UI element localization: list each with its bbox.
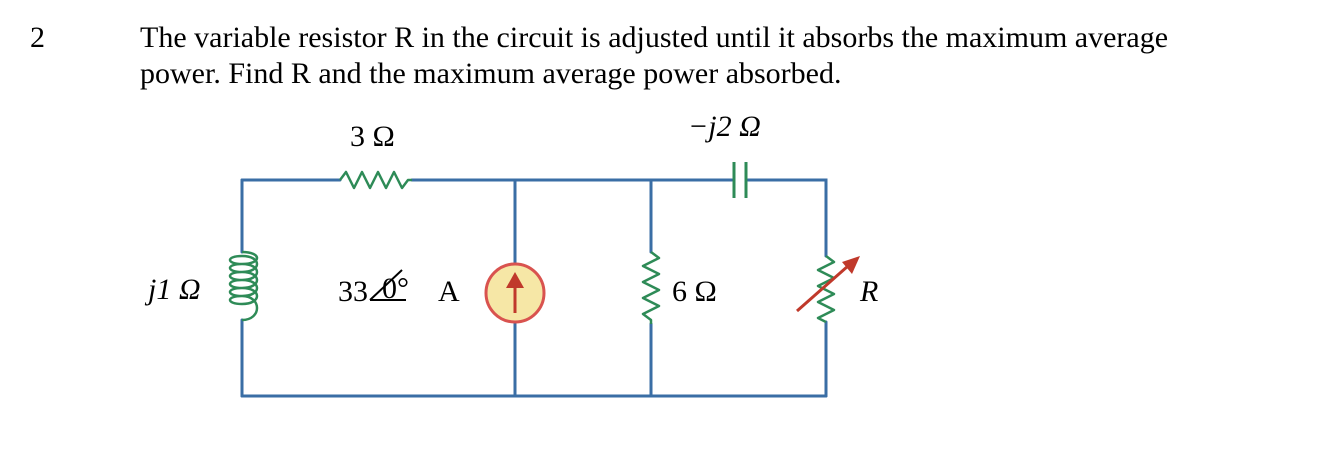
- angle-symbol-icon: [369, 269, 406, 301]
- question-text: The variable resistor R in the circuit i…: [140, 20, 1320, 92]
- variable-resistor: [816, 255, 836, 324]
- resistor-3-label: 3 Ω: [350, 120, 395, 153]
- question-number: 2: [30, 21, 45, 54]
- inductor-coil: [228, 250, 259, 322]
- source-angle: 0°: [382, 272, 409, 305]
- source-magnitude: 33: [338, 275, 368, 308]
- source-arrow-icon: [506, 272, 524, 313]
- source-label: 33: [338, 275, 368, 308]
- resistor-6-ohm: [641, 251, 661, 324]
- variable-resistor-label: R: [859, 275, 878, 308]
- resistor-6-label: 6 Ω: [672, 275, 717, 308]
- variable-arrow-icon: [796, 256, 860, 313]
- source-unit: A: [438, 275, 460, 308]
- resistor-3-ohm: [339, 170, 412, 190]
- capacitor: [732, 162, 748, 198]
- wires: [240, 178, 828, 398]
- question-line-2: power. Find R and the maximum average po…: [140, 57, 842, 90]
- inductor-label: j1 Ω: [144, 273, 201, 306]
- question-line-1: The variable resistor R in the circuit i…: [140, 21, 1169, 54]
- capacitor-label: −j2 Ω: [688, 110, 761, 143]
